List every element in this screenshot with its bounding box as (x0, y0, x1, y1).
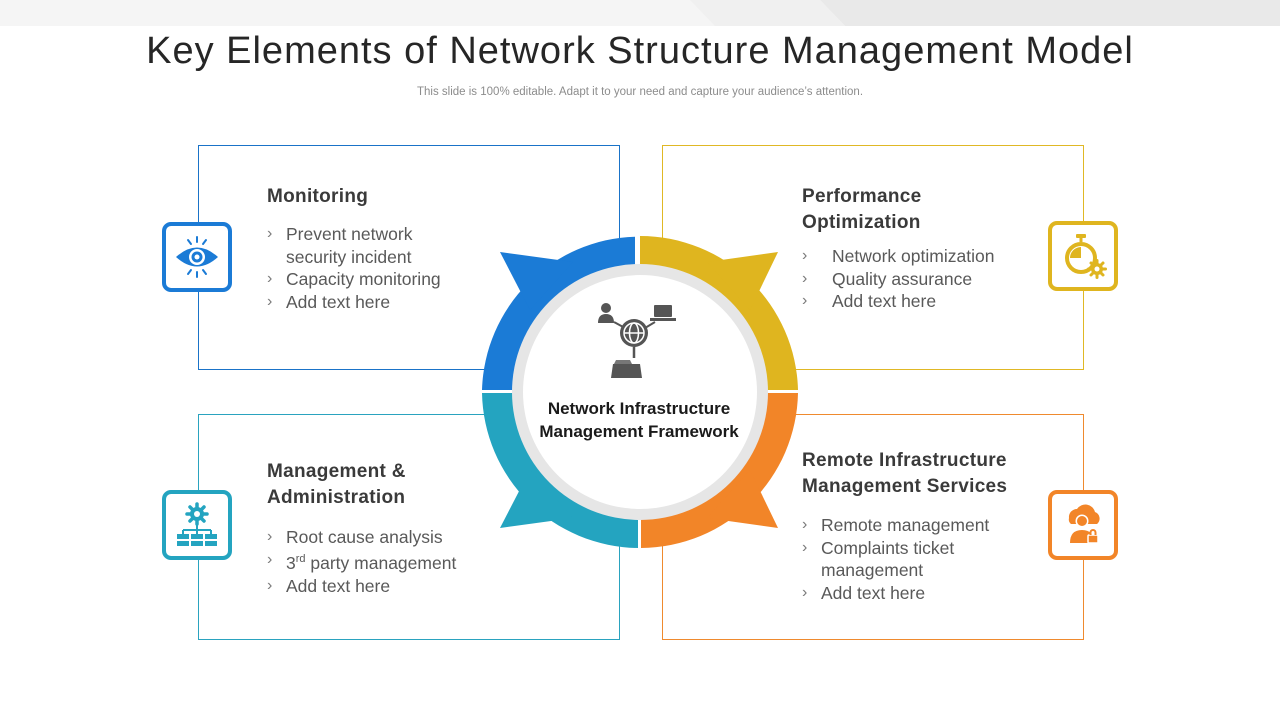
management-list: Root cause analysis 3rd party management… (267, 526, 487, 597)
management-heading: Management & Administration (267, 461, 406, 508)
management-icon-tile (162, 490, 232, 560)
top-decorative-band (0, 0, 1280, 26)
remote-list: Remote management Complaints ticket mana… (802, 514, 1022, 604)
performance-list: Network optimization Quality assurance A… (802, 245, 1032, 313)
list-item: Quality assurance (802, 268, 1032, 291)
remote-heading: Remote Infrastructure Management Service… (802, 450, 1008, 497)
center-disc (523, 275, 757, 509)
list-item: Remote management (802, 514, 1022, 537)
stopwatch-gear-icon (1065, 234, 1107, 279)
center-label: Network Infrastructure Management Framew… (539, 399, 739, 441)
remote-icon-tile (1048, 490, 1118, 560)
gear-network-icon (177, 502, 217, 546)
cloud-user-lock-icon (1068, 504, 1100, 544)
list-item: Add text here (267, 291, 467, 314)
eye-icon (176, 236, 218, 278)
list-item: Network optimization (802, 245, 1032, 268)
list-item: Add text here (802, 290, 1032, 313)
list-item: Complaints ticket management (802, 537, 1022, 582)
list-item: 3rd party management (267, 549, 487, 575)
list-item: Prevent network security incident (267, 223, 467, 268)
monitoring-heading: Monitoring (267, 186, 369, 207)
slide-subtitle: This slide is 100% editable. Adapt it to… (416, 86, 864, 98)
slide-title: Key Elements of Network Structure Manage… (146, 30, 1134, 72)
list-item: Add text here (267, 575, 487, 598)
list-item: Capacity monitoring (267, 268, 467, 291)
list-item: Root cause analysis (267, 526, 487, 549)
monitoring-icon-tile (162, 222, 232, 292)
framework-wheel (482, 235, 798, 548)
performance-heading: Performance Optimization (802, 186, 922, 233)
list-item: Add text here (802, 582, 1022, 605)
network-globe-users-icon (598, 303, 676, 378)
performance-icon-tile (1048, 221, 1118, 291)
monitoring-list: Prevent network security incident Capaci… (267, 223, 467, 313)
